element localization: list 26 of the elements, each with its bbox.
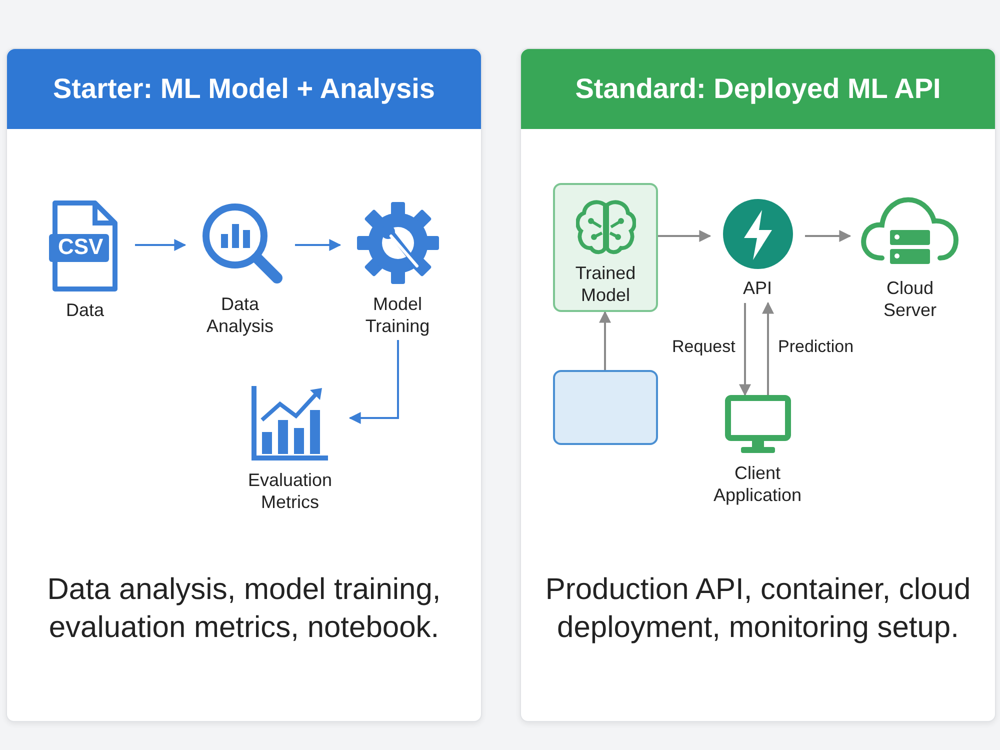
arrow: [658, 230, 712, 242]
file-type-label: CSV: [58, 235, 104, 259]
arrow: [805, 230, 852, 242]
node-label: Data: [66, 300, 104, 322]
node-label: Evaluation Metrics: [246, 470, 334, 514]
node-label: Data Analysis: [205, 294, 275, 338]
node-label: API: [742, 278, 772, 300]
arrow: [135, 239, 186, 251]
arrow: [295, 239, 342, 251]
header-banner: Standard: Deployed ML API: [521, 49, 995, 129]
container-box: [553, 370, 658, 445]
node-label: Trained Model: [574, 263, 637, 306]
card-panel: [520, 48, 996, 722]
header-banner: Starter: ML Model + Analysis: [7, 49, 481, 129]
arrow: [739, 303, 751, 396]
arrow: [348, 340, 399, 424]
node-label: Model Training: [364, 294, 431, 338]
node-label: Cloud Server: [882, 278, 938, 322]
arrow: [762, 302, 774, 395]
description-text: Data analysis, model training, evaluation metrics, notebook.: [46, 572, 442, 646]
card-panel: [6, 48, 482, 722]
model-box: [553, 183, 658, 312]
description-text: Production API, container, cloud deployment, monitoring setup.: [544, 572, 972, 646]
edge-label: Request: [670, 337, 738, 357]
arrow: [599, 310, 611, 370]
node-label: Client Application: [712, 463, 803, 506]
